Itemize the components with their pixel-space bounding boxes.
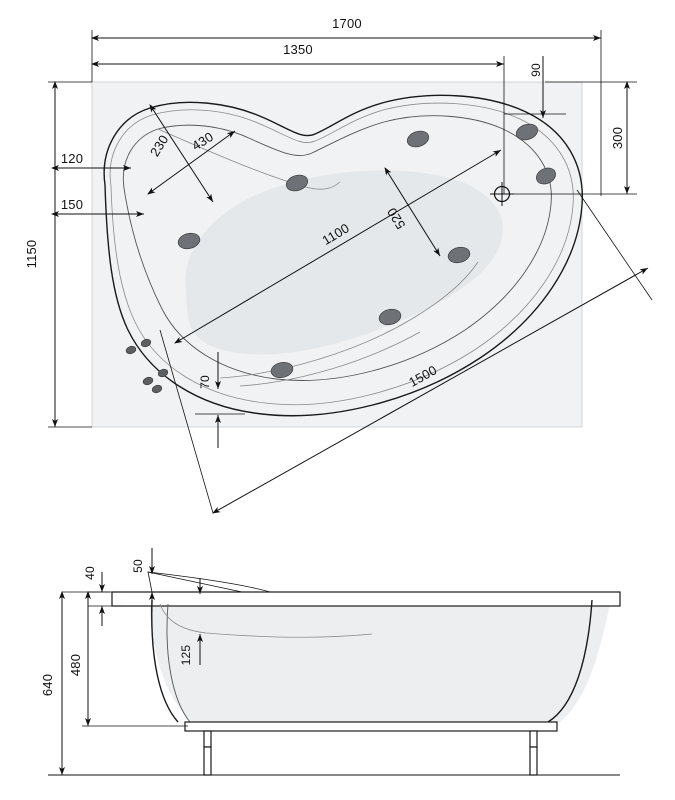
dim-left-offset-lower: 150 [51,197,144,217]
dim-label-50: 50 [131,559,145,573]
dim-tub-height: 480 [68,591,188,727]
dim-seat-depth: 125 [179,578,203,666]
jet-hole-small [142,376,154,386]
tub-rim-slab [111,591,621,607]
headrest-wedge [147,571,243,593]
tub-outer-outline [103,94,583,417]
jet-hole [515,123,539,141]
tub-section-body [150,600,610,722]
dim-rim-thickness: 40 [83,566,122,626]
jet-hole-small [125,345,137,355]
dim-label-90: 90 [529,63,543,77]
dim-inner-width: 1350 [91,42,505,194]
jet-hole-small [140,338,152,348]
support-frame [184,721,558,732]
dim-total-height: 640 [40,591,110,775]
tub-right-wall [547,599,593,723]
dim-label-70: 70 [198,375,212,389]
jet-hole-small [151,384,163,394]
dim-headrest-rise: 50 [131,548,155,612]
seat-profile [159,603,373,638]
dim-label-40: 40 [83,566,97,580]
headrest-wedge-tail [147,571,271,593]
dim-label-1150: 1150 [24,240,39,269]
dim-left-offset-upper: 120 [51,151,131,171]
jet-cluster [125,338,169,394]
dim-label-300: 300 [610,127,625,149]
top-view: 1700 1350 90 300 1150 [24,16,653,514]
tub-left-wall-inner [166,603,191,723]
dim-label-1350: 1350 [283,42,313,57]
dim-overall-depth: 1150 [24,81,92,428]
jet-hole [406,130,430,148]
section-view: 40 50 125 480 640 [40,548,621,776]
dim-overall-width: 1700 [91,16,602,196]
jet-hole-small [157,368,169,378]
dim-label-120: 120 [61,151,83,166]
dim-right-depth: 300 [504,81,637,195]
leg-right [529,730,538,776]
tub-rim-line [109,102,574,406]
dim-label-480: 480 [68,654,83,676]
dim-label-150: 150 [61,197,83,212]
leg-left [203,730,212,776]
dim-right-offset: 90 [504,56,566,118]
tub-left-wall [151,599,179,723]
dim-label-640: 640 [40,674,55,696]
dim-label-125: 125 [179,645,193,666]
jet-hole [536,167,556,185]
dim-label-1700: 1700 [332,16,362,31]
